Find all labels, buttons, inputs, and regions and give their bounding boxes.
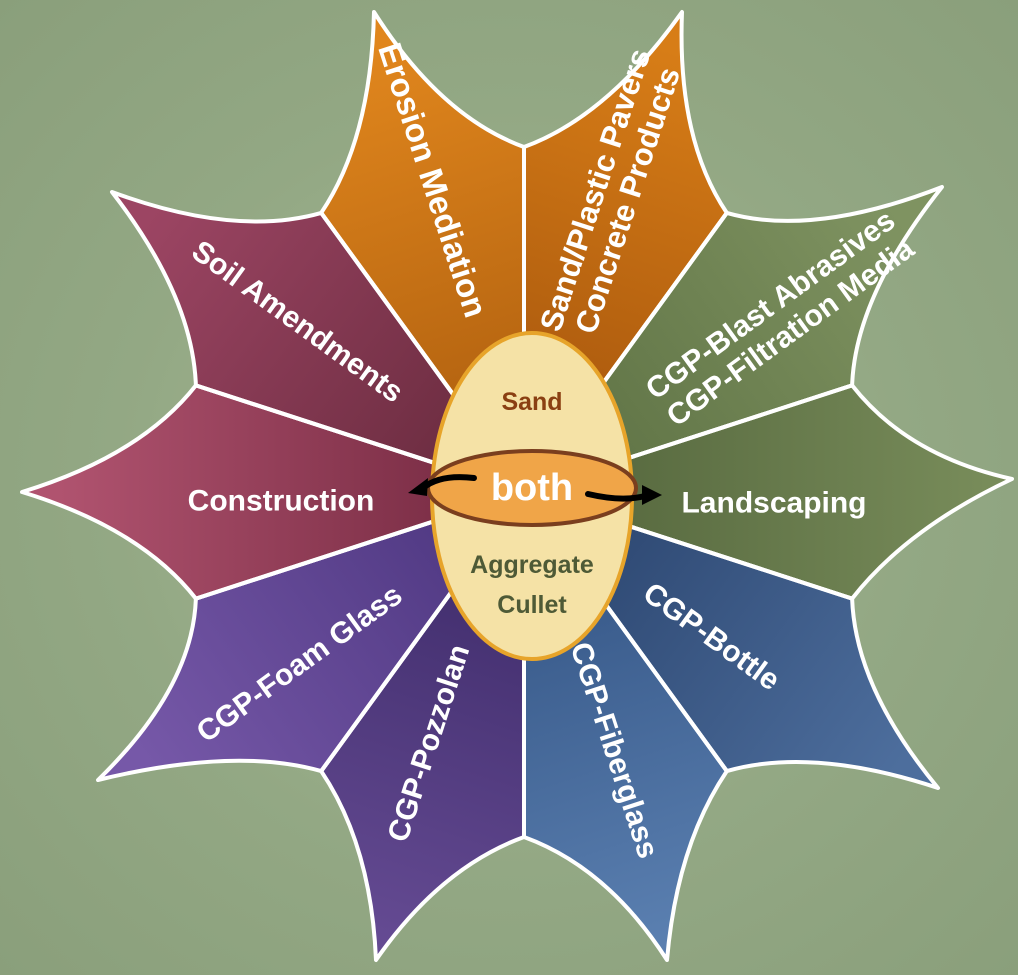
hub-cullet-label: Cullet	[497, 591, 567, 619]
segment-construction	[20, 383, 526, 601]
hub: Sand both Aggregate Cullet	[426, 331, 638, 661]
arrows	[408, 474, 662, 505]
hub-aggregate-label: Aggregate	[470, 551, 594, 579]
segment-label-landscaping: Landscaping	[681, 487, 866, 520]
segment-label-line: Landscaping	[681, 487, 866, 520]
arrow-left-head-icon	[408, 478, 428, 496]
segment-soil-amendments	[110, 190, 526, 494]
segment-cgp-foam-glass	[96, 490, 526, 782]
segment-label-construction: Construction	[188, 485, 375, 518]
segment-cgp-bottle	[522, 490, 940, 790]
segment-cgp-blast	[522, 185, 944, 494]
segment-label-line: Construction	[188, 485, 375, 518]
segment-landscaping	[522, 383, 1014, 601]
hub-sand-label: Sand	[501, 388, 562, 416]
arrow-right-icon	[585, 491, 648, 502]
arrow-right-head-icon	[642, 485, 662, 505]
hub-both-label: both	[491, 467, 573, 509]
